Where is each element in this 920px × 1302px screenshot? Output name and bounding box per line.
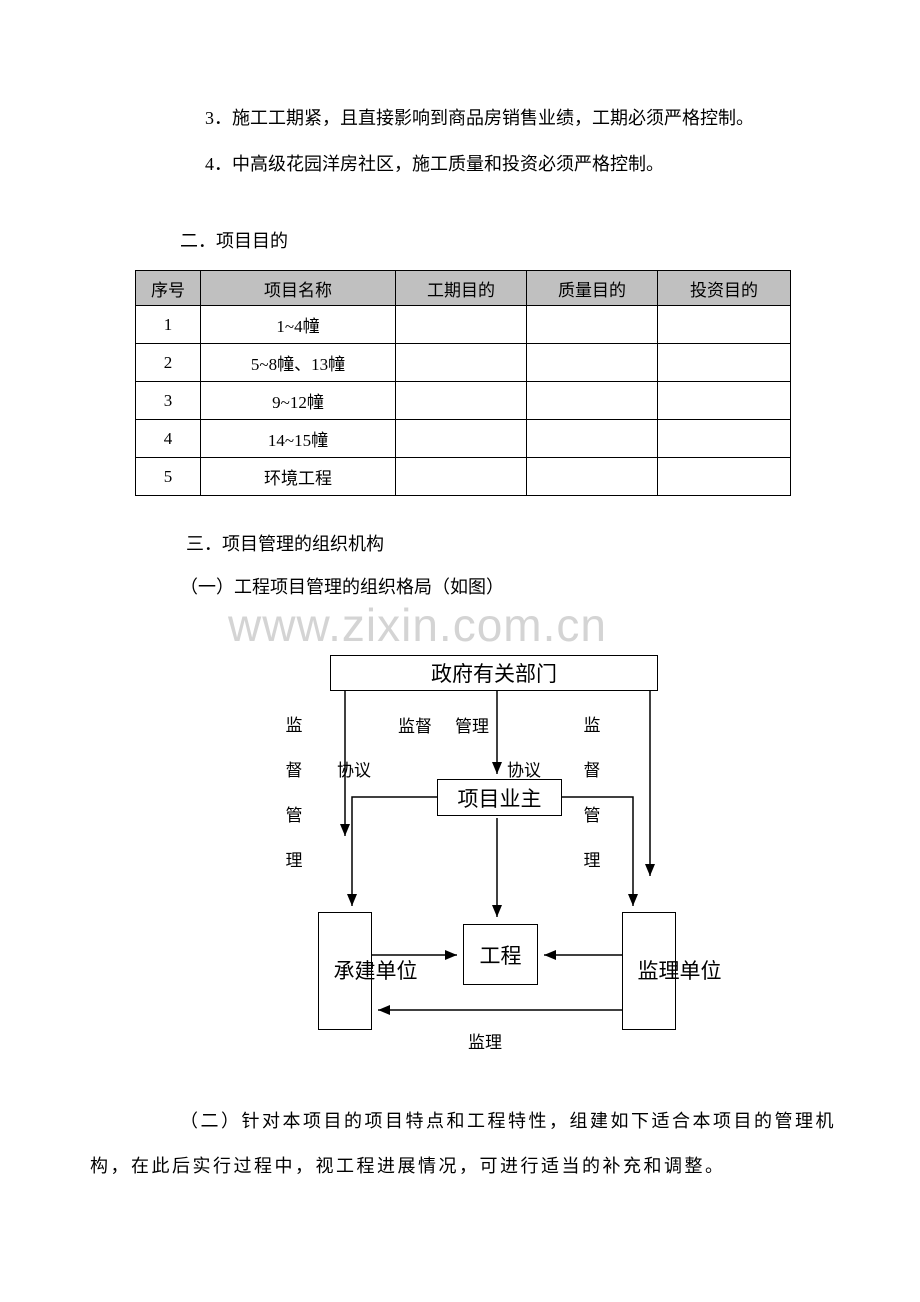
table-cell: 14~15幢: [200, 419, 396, 458]
closing-paragraph-line1: （二）针对本项目的项目特点和工程特性，组建如下适合本项目的管理机: [180, 1111, 836, 1131]
table-cell: [657, 305, 791, 344]
closing-paragraph-line2: 构，在此后实行过程中，视工程进展情况，可进行适当的补充和调整。: [90, 1156, 726, 1176]
label-manage: 管理: [455, 717, 489, 736]
paragraph-item-3: 3．施工工期紧，且直接影响到商品房销售业绩，工期必须严格控制。: [205, 108, 754, 128]
diagram-box-government: 政府有关部门: [330, 655, 658, 691]
section3-subtitle: （一）工程项目管理的组织格局（如图）: [180, 577, 504, 597]
objectives-table: 序号 项目名称 工期目的 质量目的 投资目的 1 1~4幢 2 5~8幢、13幢: [135, 270, 791, 496]
supervisor-label: 监理单位: [637, 958, 722, 983]
table-cell: [657, 381, 791, 420]
table-cell: [657, 343, 791, 382]
contractor-label: 承建单位: [333, 958, 418, 983]
table-row: 3 9~12幢: [135, 381, 791, 420]
label-supervise-manage-left: 监督管理: [285, 716, 303, 870]
table-row: 4 14~15幢: [135, 419, 791, 458]
table-cell: [526, 457, 658, 496]
table-cell: [526, 343, 658, 382]
table-header-cell: 投资目的: [657, 270, 791, 306]
table-header-cell: 质量目的: [526, 270, 658, 306]
section2-title: 二．项目目的: [180, 231, 288, 251]
table-cell: [526, 419, 658, 458]
label-supervise: 监督: [398, 717, 432, 736]
table-cell: [395, 419, 527, 458]
table-cell: 9~12幢: [200, 381, 396, 420]
section3-title: 三．项目管理的组织机构: [186, 534, 384, 554]
table-cell: 4: [135, 419, 201, 458]
table-header-cell: 序号: [135, 270, 201, 306]
table-cell: 5: [135, 457, 201, 496]
table-cell: [657, 457, 791, 496]
table-cell: 2: [135, 343, 201, 382]
table-cell: 3: [135, 381, 201, 420]
table-cell: 5~8幢、13幢: [200, 343, 396, 382]
label-agreement-left: 协议: [337, 761, 371, 780]
table-row: 5 环境工程: [135, 457, 791, 496]
table-cell: [526, 305, 658, 344]
table-header-cell: 项目名称: [200, 270, 396, 306]
table-cell: 1~4幢: [200, 305, 396, 344]
paragraph-item-4: 4．中高级花园洋房社区，施工质量和投资必须严格控制。: [205, 154, 664, 174]
diagram-box-owner: 项目业主: [437, 779, 562, 816]
table-cell: [395, 381, 527, 420]
table-cell: [395, 457, 527, 496]
table-cell: [395, 305, 527, 344]
table-row: 2 5~8幢、13幢: [135, 343, 791, 382]
table-header-cell: 工期目的: [395, 270, 527, 306]
table-cell: [526, 381, 658, 420]
diagram-box-supervisor: 监理单位: [622, 912, 722, 1030]
label-supervise-manage-right: 监督管理: [583, 716, 601, 870]
table-cell: 环境工程: [200, 457, 396, 496]
diagram-box-contractor: 承建单位: [318, 912, 418, 1030]
table-header-row: 序号 项目名称 工期目的 质量目的 投资目的: [135, 270, 791, 306]
table-cell: 1: [135, 305, 201, 344]
table-cell: [395, 343, 527, 382]
table-cell: [657, 419, 791, 458]
diagram-box-project: 工程: [463, 924, 538, 985]
label-agreement-center: 协议: [507, 761, 541, 780]
watermark: www.zixin.com.cn: [228, 599, 607, 651]
table-row: 1 1~4幢: [135, 305, 791, 344]
label-supervision-bottom: 监理: [468, 1033, 502, 1052]
